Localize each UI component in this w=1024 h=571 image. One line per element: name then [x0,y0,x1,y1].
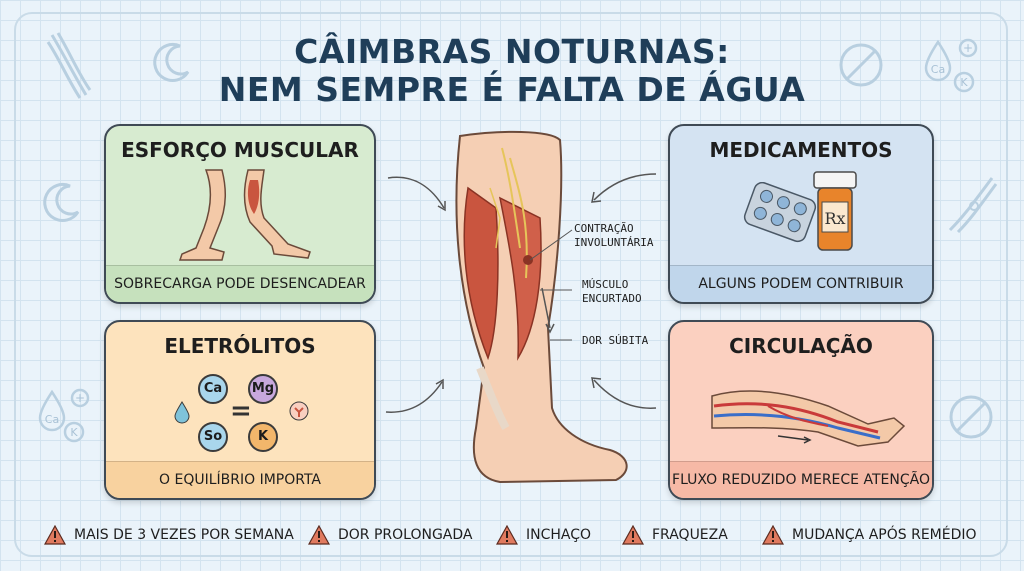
label-sudden-pain: DOR SÚBITA [582,334,649,347]
ion-ca: Ca [198,374,228,404]
leg-walking-icon [178,169,311,261]
vein-icon [948,177,998,234]
ion-k: K [248,422,278,452]
leg-veins-icon [711,390,906,447]
card-title: CIRCULAÇÃO [729,334,873,358]
warning-item: DOR PROLONGADA [308,520,473,550]
warning-item: MAIS DE 3 VEZES POR SEMANA [44,520,294,550]
card-title: MEDICAMENTOS [709,138,893,162]
diagram-leader-lines [529,229,573,341]
moon-icon [43,182,80,222]
electrolyte-droplet-icon: Ca + K [38,388,90,443]
card-circulation: CIRCULAÇÃO FLUXO REDUZIDO MERECE ATENÇÃO [668,320,934,500]
warning-icon [308,525,330,545]
page-title-line-1: CÂIMBRAS NOTURNAS: [294,32,730,71]
svg-text:K: K [70,426,78,439]
magnesium-symbol-icon [289,401,309,421]
warning-icon [622,525,644,545]
svg-text:Rx: Rx [824,209,845,228]
warning-item: FRAQUEZA [622,520,728,550]
droplet-icon [174,401,190,424]
ion-mg: Mg [248,374,278,404]
page-frame [14,12,1008,557]
card-muscle-effort: ESFORÇO MUSCULAR SOBRECARGA PODE DESENCA… [104,124,376,304]
svg-text:+: + [75,391,85,405]
warning-item: INCHAÇO [496,520,591,550]
label-involuntary-contraction: CONTRAÇÃO INVOLUNTÁRIA [574,222,654,249]
arrow-icon [387,176,446,212]
blister-pack-icon [743,182,817,243]
muscle-fiber-icon [46,32,92,99]
card-caption: ALGUNS PODEM CONTRIBUIR [670,265,932,302]
ion-so: So [198,422,228,452]
pill-icon [839,43,883,87]
moon-icon [153,42,190,82]
card-caption: SOBRECARGA PODE DESENCADEAR [106,265,374,302]
label-shortened-muscle: MÚSCULO ENCURTADO [582,278,642,305]
warning-signs-row: MAIS DE 3 VEZES POR SEMANA DOR PROLONGAD… [0,520,1024,550]
arrow-icon [385,378,444,413]
card-title: ESFORÇO MUSCULAR [121,138,359,162]
warning-icon [762,525,784,545]
pill-icon [949,395,993,439]
page-title-line-2: NEM SEMPRE É FALTA DE ÁGUA [218,70,806,109]
svg-text:+: + [963,41,973,55]
card-title: ELETRÓLITOS [164,334,316,358]
warning-item: MUDANÇA APÓS REMÉDIO [762,520,977,550]
card-caption: O EQUILÍBRIO IMPORTA [106,461,374,498]
svg-text:K: K [960,76,968,89]
warning-icon [44,525,66,545]
card-electrolytes: ELETRÓLITOS Ca Mg So K = O EQUILÍBRIO IM… [104,320,376,500]
equals-sign: = [230,396,252,426]
warning-icon [496,525,518,545]
electrolyte-droplet-icon: Ca + K [924,38,978,93]
svg-text:Ca: Ca [931,63,945,76]
card-medications: MEDICAMENTOS Rx ALGUNS PODEM CONTRIBUIR [668,124,934,304]
arrow-icon [591,377,657,409]
pill-bottle-icon: Rx [813,171,857,251]
card-caption: FLUXO REDUZIDO MERECE ATENÇÃO [670,461,932,498]
arrow-icon [591,173,657,203]
leg-anatomy-diagram [455,130,628,484]
svg-text:Ca: Ca [45,413,59,426]
